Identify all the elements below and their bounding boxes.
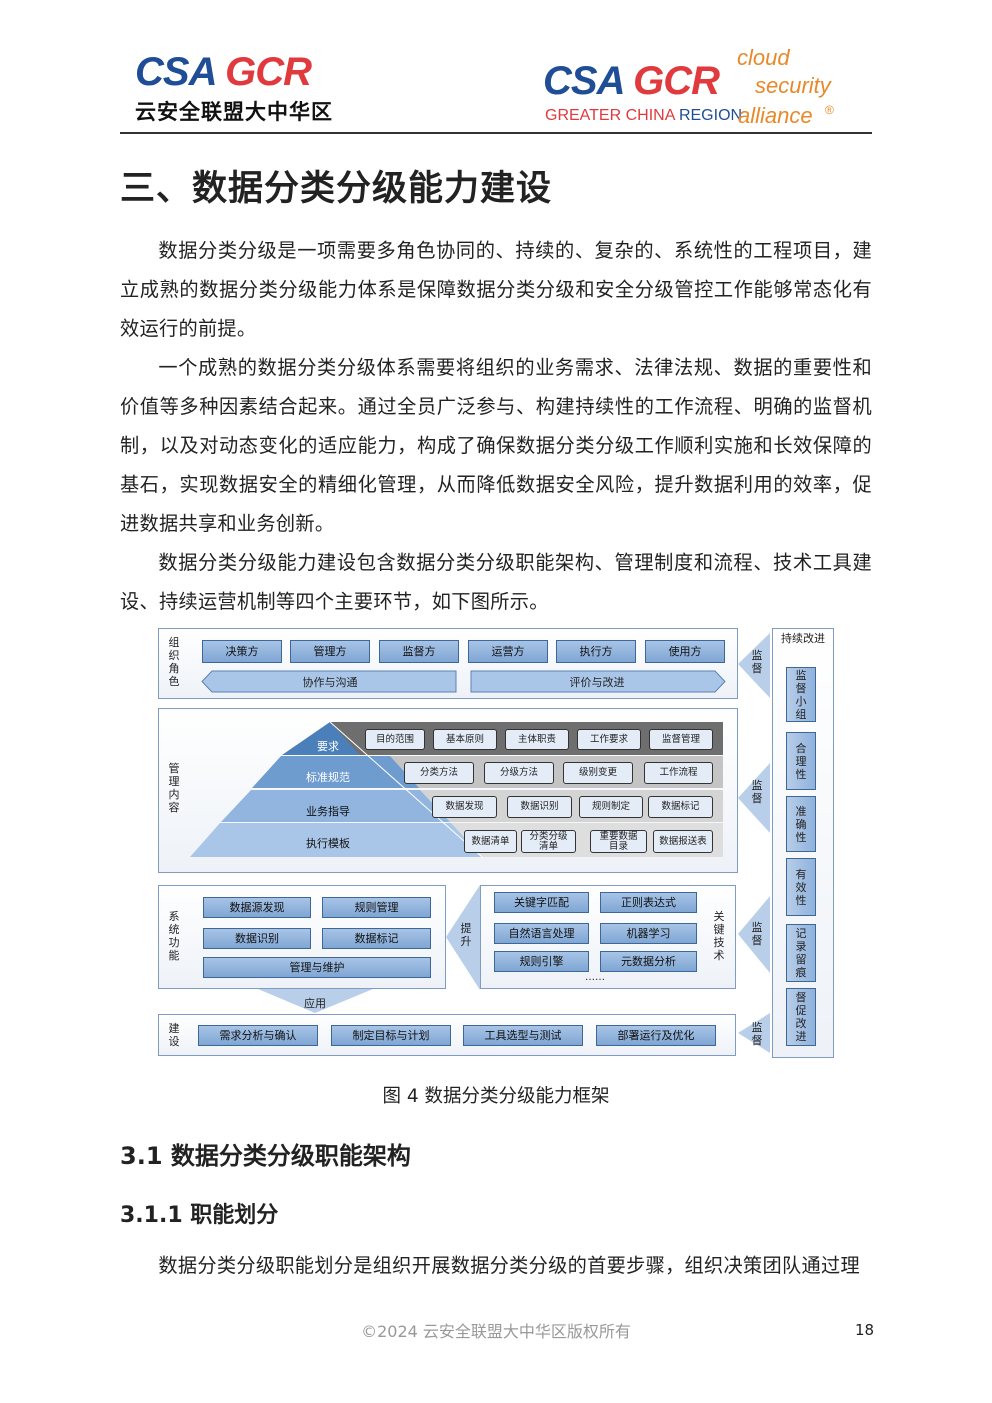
mgmt-item: 分类分级清单	[521, 830, 576, 853]
pyramid-layer: 业务指导	[306, 805, 350, 818]
figure-caption: 图 4 数据分类分级能力框架	[382, 1086, 610, 1107]
build-label: 建设	[168, 1022, 180, 1048]
tech-item: 关键字匹配	[494, 892, 589, 913]
section-title: 三、数据分类分级能力建设	[120, 169, 553, 209]
supervise-label: 监督	[751, 779, 763, 805]
evaluate-arrow: 评价与改进	[569, 676, 625, 689]
supervise-label: 监督	[751, 921, 763, 947]
tech-item: 规则引擎	[494, 951, 589, 972]
page-number: 18	[855, 1321, 875, 1339]
mgmt-item: 数据发现	[432, 796, 497, 818]
mgmt-item: 目的范围	[365, 729, 425, 750]
build-item: 制定目标与计划	[331, 1025, 451, 1046]
apply-arrow	[258, 989, 373, 1013]
arrows-graphic	[201, 670, 726, 693]
improve-label: 持续改进	[781, 632, 825, 645]
org-label: 组织角色	[168, 636, 180, 688]
tech-more: ……	[585, 972, 605, 983]
role-box: 管理方	[290, 640, 370, 663]
sys-item: 规则管理	[322, 897, 431, 918]
sys-item: 管理与维护	[203, 957, 431, 978]
mgmt-item: 监督管理	[649, 729, 713, 750]
role-box: 使用方	[645, 640, 725, 663]
paragraph: 一个成熟的数据分类分级体系需要将组织的业务需求、法律法规、数据的重要性和价值等多…	[120, 356, 872, 535]
mgmt-item: 数据清单	[464, 830, 517, 853]
supervise-arrows	[738, 633, 770, 1053]
role-box: 运营方	[468, 640, 548, 663]
sys-item: 数据源发现	[203, 897, 311, 918]
supervise-label: 监督	[751, 649, 763, 675]
mgmt-item: 规则制定	[579, 796, 643, 818]
paragraph: 数据分类分级能力建设包含数据分类分级职能架构、管理制度和流程、技术工具建设、持续…	[120, 551, 872, 613]
improve-item: 记录留痕	[786, 924, 816, 982]
tech-item: 机器学习	[600, 923, 697, 944]
mgmt-item: 数据报送表	[653, 830, 713, 853]
boost-label: 提升	[460, 922, 472, 948]
mgmt-item: 工作要求	[577, 729, 641, 750]
mgmt-item: 主体职责	[505, 729, 569, 750]
mgmt-item: 数据标记	[648, 796, 713, 818]
heading-3-1-1: 3.1.1 职能划分	[120, 1203, 279, 1228]
supervise-label: 监督	[751, 1021, 763, 1047]
heading-3-1: 3.1 数据分类分级职能架构	[120, 1142, 411, 1170]
build-item: 需求分析与确认	[198, 1025, 318, 1046]
improve-item: 合理性	[786, 732, 816, 790]
pyramid-layer: 执行模板	[306, 837, 350, 850]
sys-label: 系统功能	[168, 910, 180, 962]
mgmt-item: 工作流程	[644, 762, 713, 784]
tech-item: 正则表达式	[600, 892, 697, 913]
boost-arrow	[446, 885, 480, 990]
mgmt-item: 基本原则	[433, 729, 497, 750]
improve-item: 督促改进	[786, 988, 816, 1046]
csa-gcr-logo-left: CSA GCR 云安全联盟大中华区	[135, 50, 333, 124]
header-divider	[120, 132, 872, 134]
mgmt-item: 重要数据目录	[590, 830, 647, 853]
collaborate-arrow: 协作与沟通	[302, 676, 358, 689]
mgmt-label: 管理内容	[168, 762, 180, 814]
mgmt-item: 级别变更	[563, 762, 633, 784]
mgmt-item: 分级方法	[484, 762, 554, 784]
tech-item: 自然语言处理	[494, 923, 589, 944]
improve-item: 准确性	[786, 796, 816, 852]
mgmt-item: 分类方法	[404, 762, 474, 784]
role-box: 监督方	[379, 640, 459, 663]
footer-copyright: ©2024 云安全联盟大中华区版权所有	[361, 1322, 631, 1341]
build-item: 部署运行及优化	[596, 1025, 716, 1046]
build-item: 工具选型与测试	[463, 1025, 583, 1046]
tech-item: 元数据分析	[600, 951, 697, 972]
pyramid-layer: 要求	[317, 740, 339, 753]
mgmt-item: 数据识别	[507, 796, 572, 818]
role-box: 执行方	[556, 640, 636, 663]
csa-gcr-logo-right: CSA GCR cloud security GREATER CHINA REG…	[543, 45, 834, 128]
paragraph: 数据分类分级职能划分是组织开展数据分类分级的首要步骤，组织决策团队通过理	[158, 1254, 860, 1277]
sys-item: 数据识别	[203, 928, 311, 949]
role-box: 决策方	[202, 640, 282, 663]
tech-label: 关键技术	[713, 910, 725, 962]
improve-item: 监督小组	[786, 667, 816, 722]
improve-item: 有效性	[786, 858, 816, 916]
apply-label: 应用	[304, 997, 326, 1010]
pyramid-layer: 标准规范	[306, 771, 350, 784]
paragraph: 数据分类分级是一项需要多角色协同的、持续的、复杂的、系统性的工程项目，建立成熟的…	[120, 239, 872, 340]
sys-item: 数据标记	[322, 928, 431, 949]
